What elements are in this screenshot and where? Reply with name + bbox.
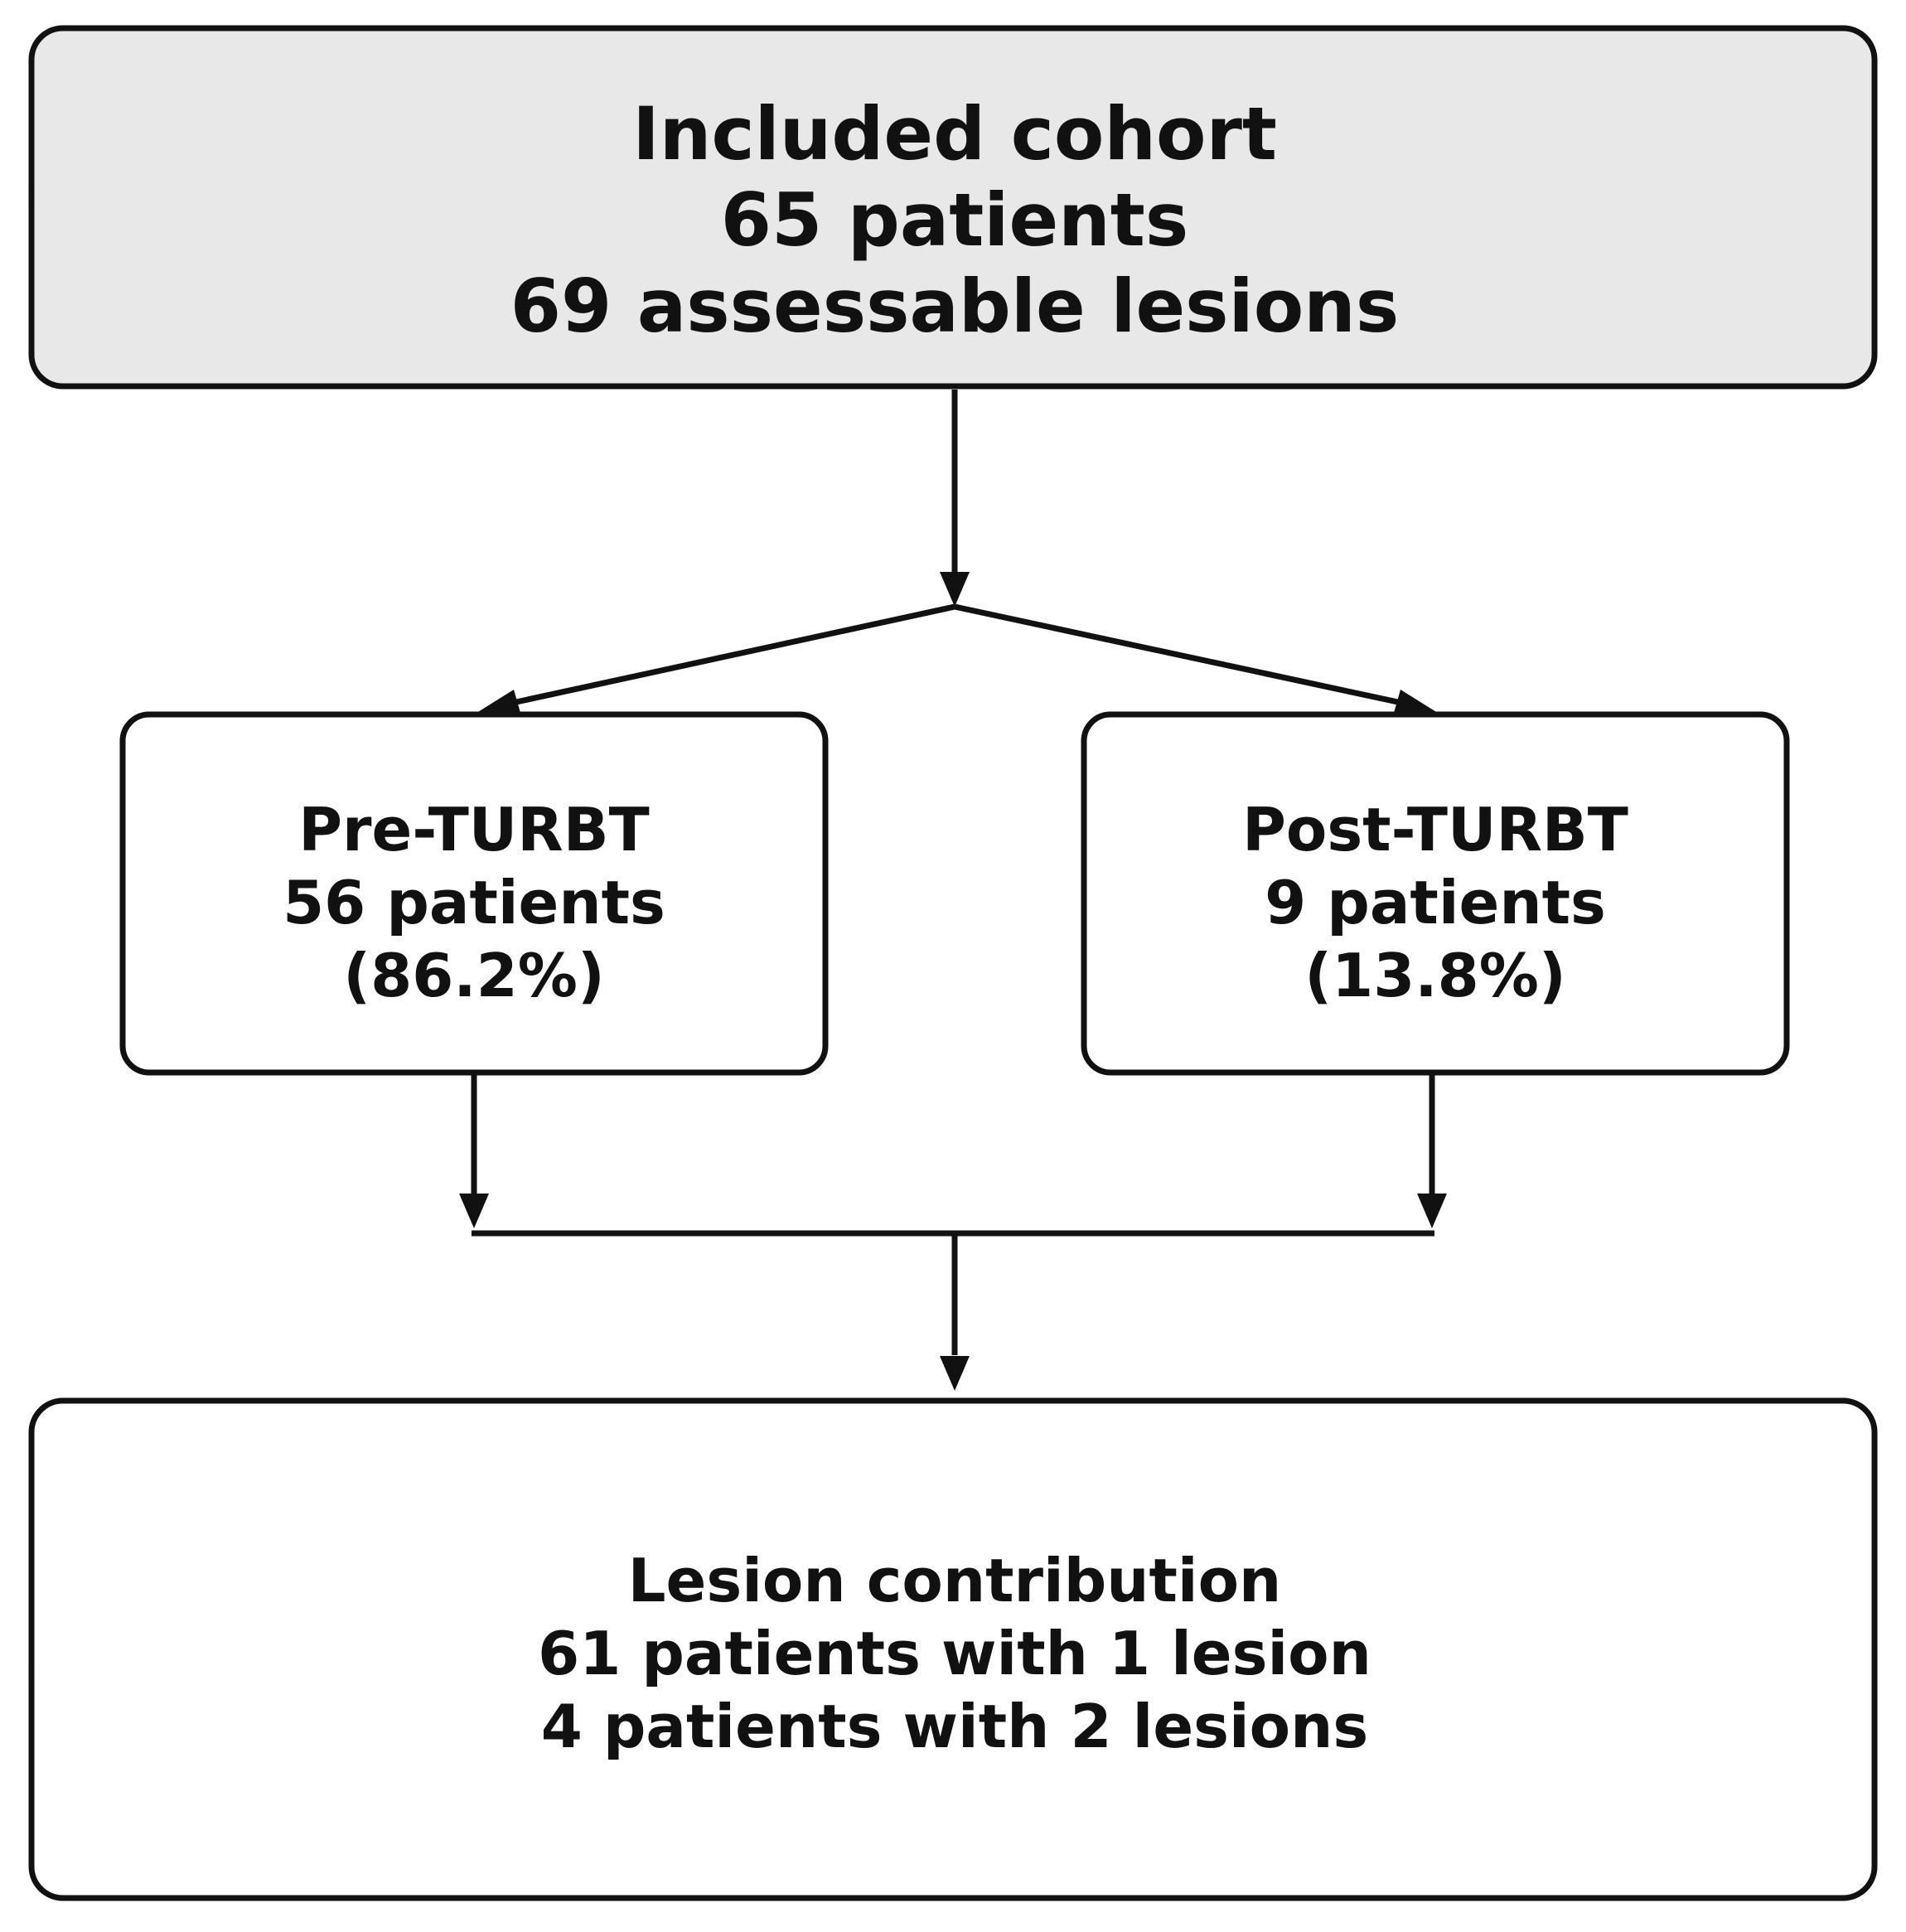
lesion-contribution-one: 61 patients with 1 lesion xyxy=(538,1619,1371,1688)
post-turbt-text: Post-TURBT 9 patients (13.8%) xyxy=(1242,795,1628,1010)
lesion-contribution-two: 4 patients with 2 lesions xyxy=(541,1692,1369,1761)
arrowhead-right-icon xyxy=(1394,690,1440,714)
cohort-text: Included cohort 65 patients 69 assessabl… xyxy=(510,91,1399,349)
pre-turbt-title: Pre-TURBT xyxy=(298,795,649,864)
arrowhead-down-icon xyxy=(940,572,970,607)
cohort-patients: 65 patients xyxy=(721,177,1188,263)
arrowhead-bottom-icon xyxy=(940,1356,970,1391)
post-turbt-title: Post-TURBT xyxy=(1242,795,1628,864)
post-turbt-box xyxy=(1081,711,1790,1076)
pre-turbt-text: Pre-TURBT 56 patients (86.2%) xyxy=(283,795,665,1010)
post-turbt-percent: (13.8%) xyxy=(1304,941,1566,1010)
lesion-contribution-box xyxy=(28,1397,1878,1901)
pre-turbt-box xyxy=(119,711,829,1076)
arrowhead-post-down-icon xyxy=(1417,1194,1447,1228)
connectors xyxy=(471,390,1435,1355)
lesion-contribution-text: Lesion contribution 61 patients with 1 l… xyxy=(538,1546,1371,1761)
lesion-contribution-title: Lesion contribution xyxy=(628,1546,1282,1615)
connector-branch-left xyxy=(496,603,955,709)
cohort-lesions: 69 assessable lesions xyxy=(510,264,1399,349)
pre-turbt-patients: 56 patients xyxy=(283,868,665,937)
arrowheads xyxy=(459,572,1447,1391)
arrowhead-left-icon xyxy=(474,690,520,714)
arrowhead-pre-down-icon xyxy=(459,1194,489,1228)
pre-turbt-percent: (86.2%) xyxy=(343,941,605,1010)
connector-branch-right xyxy=(954,603,1418,709)
post-turbt-patients: 9 patients xyxy=(1265,868,1606,937)
cohort-title: Included cohort xyxy=(632,91,1277,177)
cohort-box xyxy=(28,25,1878,390)
